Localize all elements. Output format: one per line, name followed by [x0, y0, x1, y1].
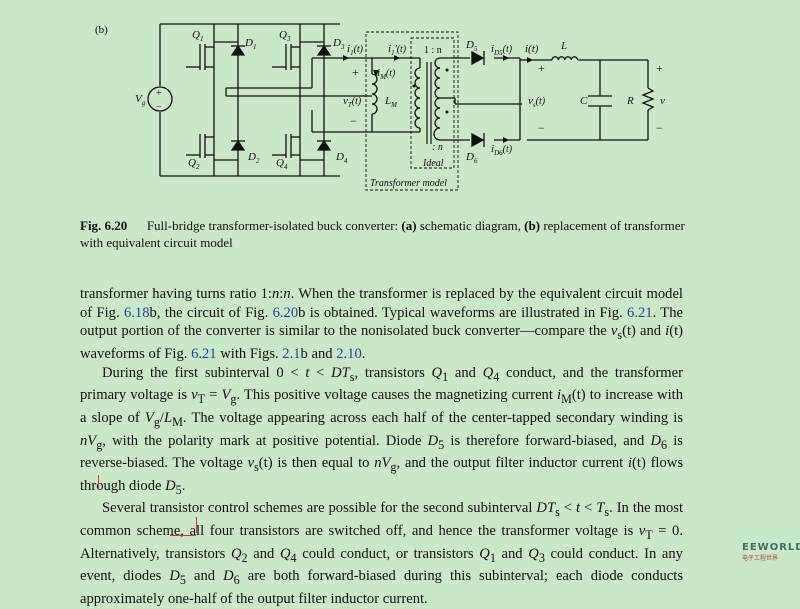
svg-text:vs(t): vs(t) — [528, 95, 546, 109]
secondary-winding — [433, 57, 441, 141]
circuit-schematic: (b) — [95, 23, 665, 191]
watermark-brand: EEWORLD — [742, 542, 800, 553]
mosfet-q4 — [272, 132, 301, 160]
magnetizing-inductor — [371, 73, 378, 115]
svg-text:−: − — [156, 102, 162, 113]
annotation-bracket — [194, 517, 197, 533]
svg-text:1 : n: 1 : n — [424, 45, 442, 56]
svg-text:D3: D3 — [332, 37, 345, 51]
paragraph-2: During the first subinterval 0 < t < DTs… — [80, 364, 684, 497]
svg-text:iM(t): iM(t) — [377, 67, 396, 81]
svg-text:D2: D2 — [247, 151, 260, 165]
svg-text:Q1: Q1 — [192, 29, 203, 43]
output-inductor — [551, 56, 579, 61]
svg-text:Ideal: Ideal — [422, 158, 444, 169]
svg-text:−: − — [538, 121, 545, 135]
transformer-model-box — [365, 31, 459, 191]
svg-text:v: v — [660, 95, 665, 107]
watermark-sub: 电子工程世界 — [742, 555, 779, 562]
svg-text:Q2: Q2 — [188, 157, 200, 171]
svg-text:+: + — [352, 65, 359, 79]
paragraph-1: transformer having turns ratio 1:n:n. Wh… — [80, 286, 683, 363]
svg-text:−: − — [350, 114, 357, 128]
output-diodes — [471, 50, 485, 148]
svg-text:C: C — [580, 95, 588, 107]
svg-text:L: L — [560, 40, 567, 52]
annotation-bracket — [98, 475, 103, 490]
svg-text:+: + — [656, 61, 663, 75]
annotation-underline — [170, 532, 196, 536]
fig-link[interactable]: 6.21 — [627, 304, 653, 321]
svg-text:D4: D4 — [335, 151, 348, 165]
svg-text:Vg: Vg — [135, 93, 146, 107]
svg-text:iD5(t): iD5(t) — [491, 43, 513, 57]
svg-text:+: + — [538, 61, 545, 75]
svg-text:Q3: Q3 — [279, 29, 291, 43]
svg-text:vT(t): vT(t) — [343, 95, 362, 109]
current-arrows — [343, 55, 533, 143]
bridge-diodes — [230, 44, 332, 151]
fig-link[interactable]: 2.1 — [282, 346, 301, 363]
paragraph-3: Several transistor control schemes are p… — [80, 500, 684, 607]
load-resistor — [641, 87, 655, 111]
watermark: EEWORLD 电子工程世界 — [742, 542, 800, 562]
fig-link[interactable]: 6.18 — [123, 304, 150, 321]
caption-text-before: Full-bridge transformer-isolated buck co… — [146, 218, 402, 233]
circuit-wires — [159, 23, 649, 177]
mosfet-q3 — [272, 42, 301, 72]
body-text: transformer having turns ratio 1:n:n. Wh… — [80, 285, 683, 609]
fig-link[interactable]: 6.20 — [272, 304, 299, 321]
svg-text:R: R — [626, 95, 634, 107]
svg-text:D6: D6 — [465, 151, 478, 165]
svg-text:iD6(t): iD6(t) — [491, 143, 513, 157]
svg-text:Q4: Q4 — [276, 157, 288, 171]
fig-link[interactable]: 6.21 — [191, 346, 217, 363]
caption-label: Fig. 6.20 — [80, 218, 128, 233]
svg-text:+: + — [156, 88, 162, 99]
svg-text:D5: D5 — [465, 39, 478, 53]
ratio-labels: 1 : n : n — [424, 45, 443, 153]
ideal-box — [410, 37, 455, 169]
svg-text:: n: : n — [432, 142, 443, 153]
svg-text:Transformer model: Transformer model — [370, 178, 447, 189]
figure-caption: Fig. 6.20 Full-bridge transformer-isolat… — [80, 218, 685, 250]
svg-text:i1(t): i1(t) — [347, 43, 364, 57]
panel-label: (b) — [95, 24, 108, 36]
svg-text:−: − — [656, 121, 663, 135]
polarity-marks: + − + − + − — [350, 61, 663, 135]
svg-text:i1'(t): i1'(t) — [388, 43, 407, 57]
svg-text:LM: LM — [384, 95, 398, 109]
svg-text:i(t): i(t) — [525, 43, 539, 55]
fig-link[interactable]: 2.10 — [336, 346, 362, 363]
svg-text:D1: D1 — [244, 37, 256, 51]
mosfet-q1 — [186, 42, 215, 72]
schematic-labels: Q1 D1 Q3 D3 Q2 D2 Q4 D4 Vg i1(t) i1'(t) … — [135, 29, 665, 189]
mosfet-q2 — [186, 132, 215, 160]
primary-winding — [414, 67, 421, 129]
